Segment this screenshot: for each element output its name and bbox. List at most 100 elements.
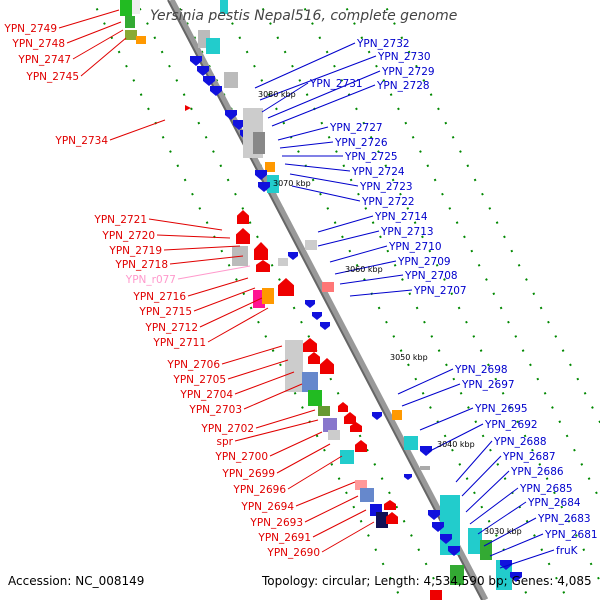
right-gene-label: YPN_2681 <box>544 529 598 541</box>
gene-block <box>450 565 464 585</box>
gene-arrow <box>320 322 330 330</box>
gene-block <box>318 406 330 416</box>
right-leader-line <box>259 55 377 101</box>
gene-arrow <box>448 546 460 556</box>
right-leader-line <box>317 215 374 233</box>
right-leader-line <box>461 455 502 497</box>
left-leader-line <box>269 431 323 457</box>
backbone-edge <box>167 0 483 600</box>
gene-arrow <box>303 338 317 352</box>
map-title: Yersinia pestis Nepal516, complete genom… <box>150 8 458 24</box>
right-leader-line <box>465 470 510 513</box>
kbp-label: 3070 kbp <box>273 179 311 188</box>
right-gene-label: YPN_2726 <box>334 137 388 149</box>
gene-block <box>267 175 279 193</box>
left-gene-label: YPN_2699 <box>221 468 275 480</box>
right-leader-line <box>279 141 334 149</box>
gene-arrow <box>428 510 440 520</box>
gene-block <box>323 418 337 432</box>
gene-block <box>132 0 140 14</box>
left-leader-line <box>295 481 356 507</box>
left-leader-line <box>234 371 295 395</box>
left-gene-label: YPN_r077 <box>125 274 176 286</box>
gene-block <box>285 340 303 392</box>
right-leader-line <box>261 82 309 113</box>
gene-block <box>420 466 430 470</box>
right-gene-label: YPN_2723 <box>359 181 413 193</box>
gene-block <box>360 488 374 502</box>
right-gene-label: YPN_2684 <box>527 497 581 509</box>
left-gene-label: YPN_2719 <box>108 245 162 257</box>
gene-arrow <box>308 352 320 364</box>
gene-arrow <box>510 572 522 582</box>
left-gene-label: YPN_2745 <box>25 71 79 83</box>
gene-block <box>430 590 442 600</box>
left-leader-line <box>312 509 367 538</box>
left-gene-label: YPN_2716 <box>132 291 186 303</box>
gene-arrow <box>225 110 237 120</box>
left-gene-label: YPN_2705 <box>172 374 226 386</box>
left-gene-label: YPN_2706 <box>166 359 220 371</box>
left-gene-label: YPN_2720 <box>101 230 155 242</box>
kbp-label: 3040 kbp <box>437 440 475 449</box>
gene-arrow <box>256 260 270 272</box>
left-leader-line <box>221 345 283 365</box>
gene-block <box>376 512 388 528</box>
gene-block <box>125 30 137 40</box>
right-gene-label: YPN_2731 <box>309 78 363 90</box>
gene-block <box>262 288 274 304</box>
gene-arrow <box>432 522 444 532</box>
gene-block <box>120 0 132 16</box>
left-gene-label: YPN_2749 <box>3 23 57 35</box>
left-leader-line <box>66 21 122 44</box>
gene-arrow <box>404 474 412 480</box>
gene-block <box>404 436 418 450</box>
right-leader-line <box>317 230 380 247</box>
gene-block <box>265 162 275 172</box>
right-gene-label: YPN_2697 <box>461 379 515 391</box>
left-leader-line <box>304 495 359 523</box>
kbp-label: 3080 kbp <box>258 90 296 99</box>
kbp-label: 3030 kbp <box>484 527 522 536</box>
gene-arrow <box>233 120 245 130</box>
right-gene-label: fruK <box>556 545 579 557</box>
left-leader-line <box>199 297 263 328</box>
right-leader-line <box>401 383 461 407</box>
left-leader-line <box>58 9 120 29</box>
kbp-label: 3050 kbp <box>390 353 428 362</box>
right-gene-label: YPN_2692 <box>484 419 538 431</box>
right-leader-line <box>254 42 356 89</box>
left-gene-label: YPN_2712 <box>144 322 198 334</box>
right-leader-line <box>284 163 351 172</box>
gene-arrow <box>386 512 398 524</box>
right-gene-label: YPN_2727 <box>329 122 383 134</box>
backbone-line <box>167 0 489 600</box>
right-gene-label: YPN_2707 <box>413 285 467 297</box>
right-leader-line <box>339 274 404 285</box>
gene-block <box>468 528 482 554</box>
genome-backbone <box>167 0 489 600</box>
topology-text: Topology: circular; Length: 4,534,590 bp… <box>262 574 592 588</box>
right-leader-line <box>397 368 454 395</box>
gene-arrow <box>420 446 432 456</box>
gene-arrow <box>305 300 315 308</box>
right-gene-label: YPN_2725 <box>344 151 398 163</box>
left-leader-line <box>276 443 331 474</box>
left-gene-label: YPN_2704 <box>179 389 233 401</box>
right-leader-line <box>499 549 555 569</box>
right-gene-label: YPN_2729 <box>381 66 435 78</box>
gene-block <box>253 132 265 154</box>
right-leader-line <box>329 245 388 263</box>
label-leader-lines <box>58 9 555 569</box>
right-gene-label: YPN_2722 <box>361 196 415 208</box>
left-leader-line <box>109 119 166 141</box>
right-leader-line <box>291 185 361 202</box>
gene-arrow <box>254 242 268 260</box>
right-gene-label: YPN_2728 <box>376 80 430 92</box>
right-leader-line <box>477 501 527 535</box>
gene-arrow <box>338 402 348 412</box>
left-gene-label: spr <box>217 436 234 448</box>
gene-arrow <box>355 440 367 452</box>
